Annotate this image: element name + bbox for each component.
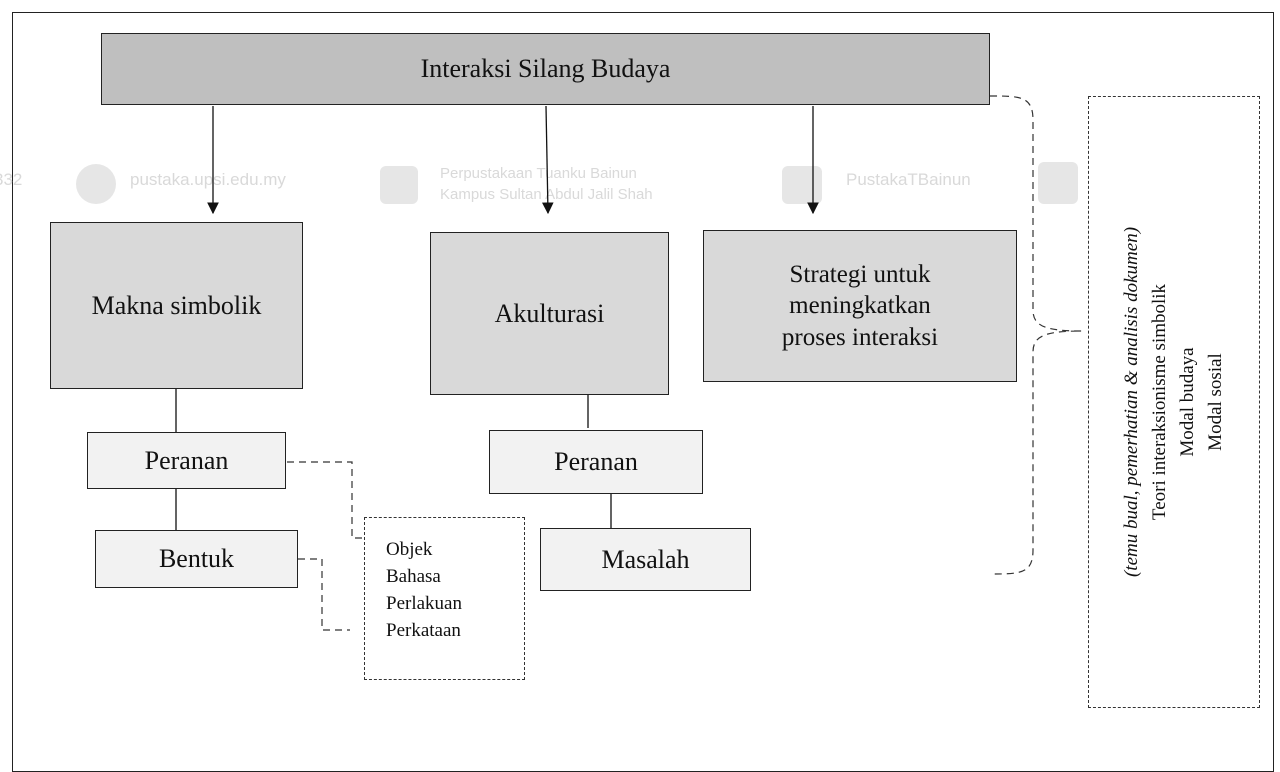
peranan-makna-label: Peranan — [144, 445, 229, 475]
side-note-box: (temu bual, pemerhatian & analisis dokum… — [1088, 96, 1260, 708]
box-akulturasi: Akulturasi — [430, 232, 669, 395]
form-item: Perlakuan — [386, 593, 462, 614]
strategi-line-3: proses interaksi — [781, 323, 939, 351]
box-makna-simbolik: Makna simbolik — [50, 222, 303, 389]
strategi-line-1: Strategi untuk — [789, 261, 931, 289]
peranan-akulturasi-label: Peranan — [554, 447, 638, 476]
instagram-icon — [1038, 162, 1078, 204]
facebook-icon — [380, 166, 418, 204]
watermark-fb-line1: Perpustakaan Tuanku Bainun — [440, 165, 637, 182]
watermark-fb-line2: Kampus Sultan Abdul Jalil Shah — [440, 186, 653, 203]
form-items-list: Objek Bahasa Perlakuan Perkataan — [386, 536, 462, 644]
form-items-box — [364, 517, 525, 680]
side-note-line: Modal budaya — [1177, 347, 1198, 457]
box-peranan-akulturasi: Peranan — [489, 430, 703, 494]
box-masalah: Masalah — [540, 528, 751, 591]
form-item: Perkataan — [386, 620, 461, 641]
side-note-line: Modal sosial — [1205, 353, 1226, 451]
twitter-icon — [782, 166, 822, 204]
side-brace — [989, 95, 1083, 575]
side-note-text: (temu bual, pemerhatian & analisis dokum… — [1118, 112, 1230, 692]
side-note-line: Teori interaksionisme simbolik — [1149, 283, 1170, 521]
box-peranan-makna: Peranan — [87, 432, 286, 489]
arrow-to-akulturasi — [541, 105, 554, 215]
globe-icon — [76, 164, 116, 204]
connector-lines — [175, 95, 1083, 631]
dash-peranan-objek — [287, 461, 364, 539]
bentuk-label: Bentuk — [158, 544, 235, 573]
akulturasi-label: Akulturasi — [494, 298, 605, 328]
box-bentuk: Bentuk — [95, 530, 298, 588]
box-strategi: Strategi untuk meningkatkan proses inter… — [703, 230, 1017, 382]
watermark-number: 332 — [0, 170, 23, 189]
form-item: Bahasa — [386, 566, 441, 587]
strategi-line-2: meningkatkan — [789, 292, 931, 320]
watermark-twitter: PustakaTBainun — [846, 170, 971, 189]
top-box-label: Interaksi Silang Budaya — [420, 54, 671, 83]
masalah-label: Masalah — [601, 544, 690, 574]
side-note-methods: (temu bual, pemerhatian & analisis dokum… — [1121, 226, 1142, 578]
form-item: Objek — [386, 539, 433, 560]
watermark-site: pustaka.upsi.edu.my — [130, 170, 286, 189]
makna-label: Makna simbolik — [91, 290, 262, 320]
dash-bentuk-objek — [298, 558, 350, 631]
top-box-interaksi: Interaksi Silang Budaya — [101, 33, 990, 105]
